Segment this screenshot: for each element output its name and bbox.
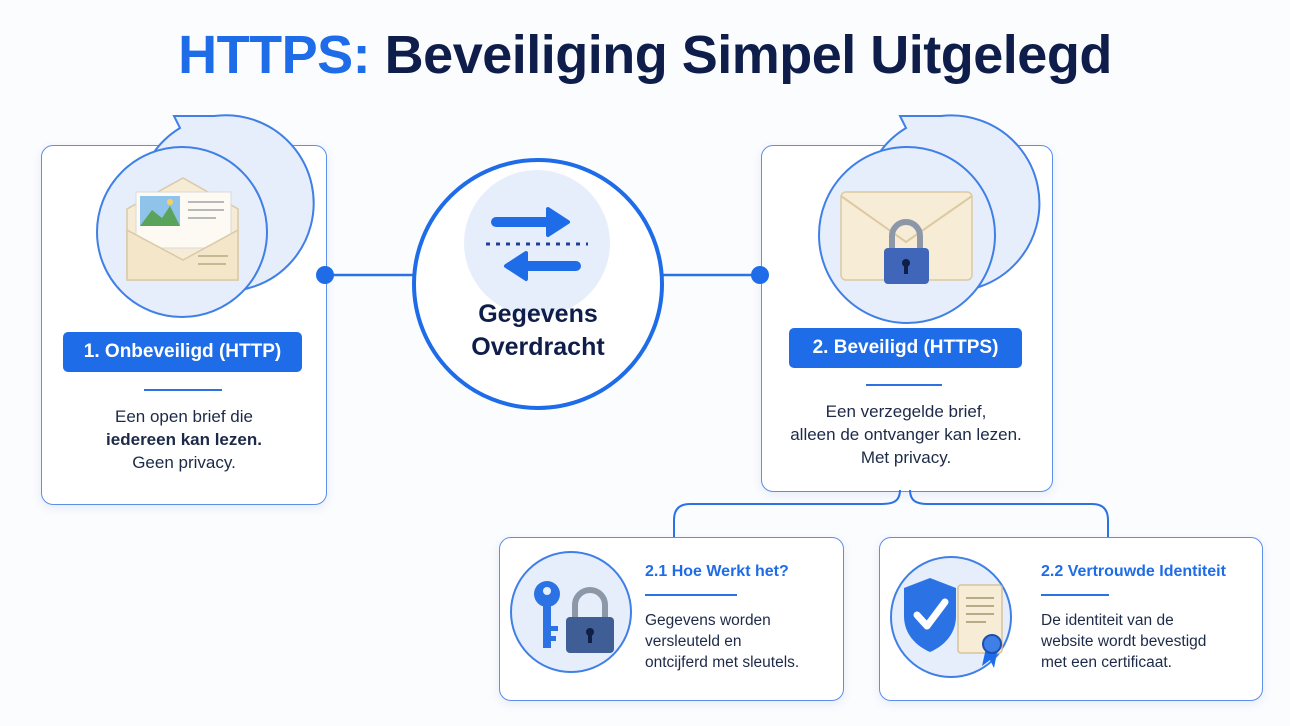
insecure-divider	[144, 389, 222, 391]
sealed-letter-icon	[840, 191, 973, 284]
secure-divider	[866, 384, 942, 386]
page-title: HTTPS: Beveiliging Simpel Uitgelegd	[0, 24, 1290, 86]
secure-line2: alleen de ontvanger kan lezen.	[790, 425, 1022, 444]
key-and-padlock-icon	[534, 581, 614, 653]
identity-title: 2.2 Vertrouwde Identiteit	[1041, 563, 1226, 580]
how-description: Gegevens worden versleuteld en ontcijfer…	[645, 610, 799, 673]
identity-divider	[1041, 594, 1109, 596]
identity-description: De identiteit van de website wordt beves…	[1041, 610, 1206, 673]
insecure-line1: Een open brief die	[115, 407, 253, 426]
insecure-line3: Geen privacy.	[132, 453, 236, 472]
identity-line3: met een certificaat.	[1041, 654, 1172, 671]
identity-line2: website wordt bevestigd	[1041, 633, 1207, 650]
insecure-line2: iedereen kan lezen.	[106, 430, 262, 449]
insecure-description: Een open brief die iedereen kan lezen. G…	[44, 405, 324, 474]
how-title: 2.1 Hoe Werkt het?	[645, 563, 789, 580]
secure-line3: Met privacy.	[860, 448, 952, 467]
connector-dot-right	[751, 266, 769, 284]
identity-line1: De identiteit van de	[1041, 612, 1174, 629]
branch-connector	[673, 489, 1109, 537]
open-letter-icon	[126, 177, 239, 281]
how-line1: Gegevens worden	[645, 612, 771, 629]
how-divider	[645, 594, 737, 596]
exchange-arrows-icon	[486, 207, 588, 281]
how-line3: ontcijferd met sleutels.	[645, 654, 800, 671]
hub-label-line1: Gegevens	[478, 300, 598, 328]
secure-label: 2. Beveiligd (HTTPS)	[789, 328, 1022, 368]
how-icon-bg	[510, 551, 632, 673]
hub-label: Gegevens Overdracht	[418, 298, 658, 364]
title-accent: HTTPS:	[178, 25, 371, 85]
secure-line1: Een verzegelde brief,	[825, 402, 987, 421]
secure-description: Een verzegelde brief, alleen de ontvange…	[764, 400, 1048, 469]
connector-dot-left	[316, 266, 334, 284]
insecure-label: 1. Onbeveiligd (HTTP)	[63, 332, 302, 372]
title-rest: Beveiliging Simpel Uitgelegd	[370, 25, 1113, 85]
shield-check-certificate-icon	[904, 578, 1003, 668]
how-line2: versleuteld en	[645, 633, 742, 650]
hub-label-line2: Overdracht	[471, 333, 605, 361]
